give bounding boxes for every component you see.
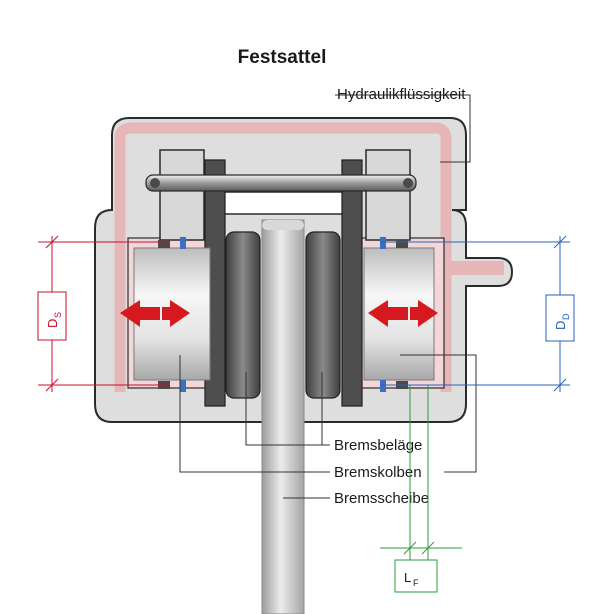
label-hydraulic-fluid: Hydraulikflüssigkeit	[337, 86, 466, 103]
dimension-clearance: L F	[380, 385, 462, 593]
label-ds-main: D	[45, 319, 60, 328]
label-brake-disc: Bremsscheibe	[334, 490, 429, 507]
leader-lines	[179, 94, 477, 499]
brake-pads	[225, 231, 341, 399]
guide-pin	[145, 174, 417, 192]
label-dd-sub: D	[561, 313, 571, 320]
fluid-channel	[114, 122, 452, 392]
diagram-title: Festsattel	[238, 47, 327, 68]
label-dd-main: D	[553, 321, 568, 330]
dimension-piston-diameter: D D	[380, 235, 575, 392]
brake-disc	[261, 219, 305, 614]
label-brake-pistons: Bremskolben	[334, 464, 422, 481]
label-lf-main: L	[404, 570, 411, 585]
label-brake-pads: Bremsbeläge	[334, 437, 422, 454]
label-lf-sub: F	[413, 578, 419, 588]
label-ds-sub: S	[53, 312, 63, 318]
piston-movement-arrows	[120, 300, 438, 327]
dimension-seal-diameter: D S	[37, 235, 170, 392]
